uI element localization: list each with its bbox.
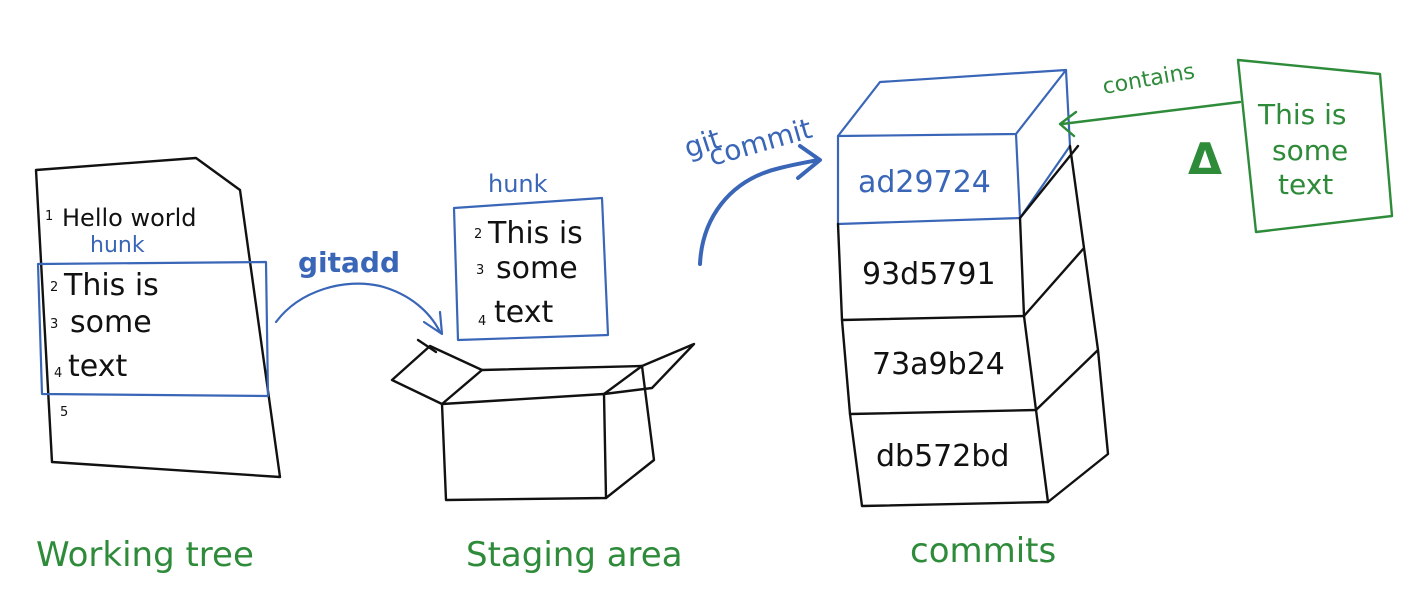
- wt-line-1-number: 1: [45, 209, 53, 224]
- working-tree-hunk-label: hunk: [90, 233, 145, 258]
- commit-hash-3: 73a9b24: [872, 347, 1005, 382]
- commits-caption: commits: [910, 531, 1056, 571]
- snapshot-page-outline: [1236, 58, 1394, 234]
- snapshot-line-1: This is: [1257, 98, 1346, 131]
- wt-line-4-text: text: [68, 349, 127, 384]
- staging-area-caption: Staging area: [466, 535, 683, 575]
- commit-hash-2: 93d5791: [862, 257, 996, 292]
- sa-line-4-text: text: [494, 295, 553, 330]
- commit-stack-side: [1018, 144, 1110, 504]
- sa-line-2-number: 2: [474, 227, 482, 242]
- wt-line-1-text: Hello world: [62, 204, 197, 232]
- git-add-label: gitadd: [298, 246, 400, 279]
- wt-line-2-number: 2: [50, 280, 58, 295]
- contains-label: contains: [1101, 59, 1197, 100]
- contains-arrowhead: [1058, 110, 1078, 138]
- git-commit-arrow: git commit: [680, 112, 822, 266]
- snapshot-line-2: some: [1272, 134, 1348, 167]
- git-add-arrow: gitadd: [274, 246, 444, 336]
- commit-hash-4: db572bd: [876, 439, 1009, 474]
- box-left-flap: [390, 344, 484, 406]
- delta-icon: Δ: [1188, 134, 1222, 185]
- staging-box-icon: [390, 338, 696, 502]
- staging-hunk-box: [452, 196, 610, 342]
- snapshot-document: contains This is some text Δ: [1058, 58, 1394, 234]
- working-tree-document: hunk 1 Hello world 2 This is 3 some 4 te…: [34, 156, 282, 479]
- working-tree-hunk-box: [36, 260, 270, 398]
- sa-line-3-number: 3: [476, 263, 484, 278]
- commit-stack-newest-block: [836, 132, 1022, 226]
- working-tree-caption: Working tree: [36, 535, 254, 575]
- box-side-face: [602, 364, 656, 500]
- sa-line-2-text: This is: [487, 216, 583, 251]
- sa-line-4-number: 4: [478, 314, 486, 329]
- snapshot-line-3: text: [1278, 168, 1333, 201]
- commit-block-2: [836, 216, 1026, 322]
- staging-hunk-label: hunk: [488, 170, 548, 198]
- wt-line-4-number: 4: [54, 366, 62, 381]
- git-add-arrow-curve: [274, 282, 442, 334]
- git-commit-arrowhead: [796, 144, 822, 180]
- wt-line-2-text: This is: [63, 268, 159, 303]
- staging-hunk: hunk 2 This is 3 some 4 text: [452, 170, 610, 342]
- git-commit-arrow-curve: [698, 158, 820, 266]
- contains-arrow-line: [1060, 100, 1242, 126]
- wt-line-3-number: 3: [50, 317, 58, 332]
- commit-hash-1: ad29724: [858, 165, 991, 200]
- box-flap-crease: [416, 338, 438, 354]
- commit-stack-top-side: [1018, 68, 1072, 220]
- commit-block-3: [840, 314, 1038, 416]
- box-front-face: [440, 392, 608, 502]
- commit-block-4: [848, 408, 1050, 508]
- wt-line-3-text: some: [70, 305, 152, 340]
- sa-line-3-text: some: [496, 251, 578, 286]
- wt-line-5-number: 5: [60, 405, 68, 420]
- commit-stack: ad29724 93d5791 73a9b24 db572bd: [836, 68, 1110, 508]
- git-add-arrowhead: [422, 310, 444, 336]
- working-tree-page-outline: [34, 156, 282, 479]
- commit-stack-top-face: [836, 68, 1068, 138]
- box-right-flap: [602, 342, 696, 396]
